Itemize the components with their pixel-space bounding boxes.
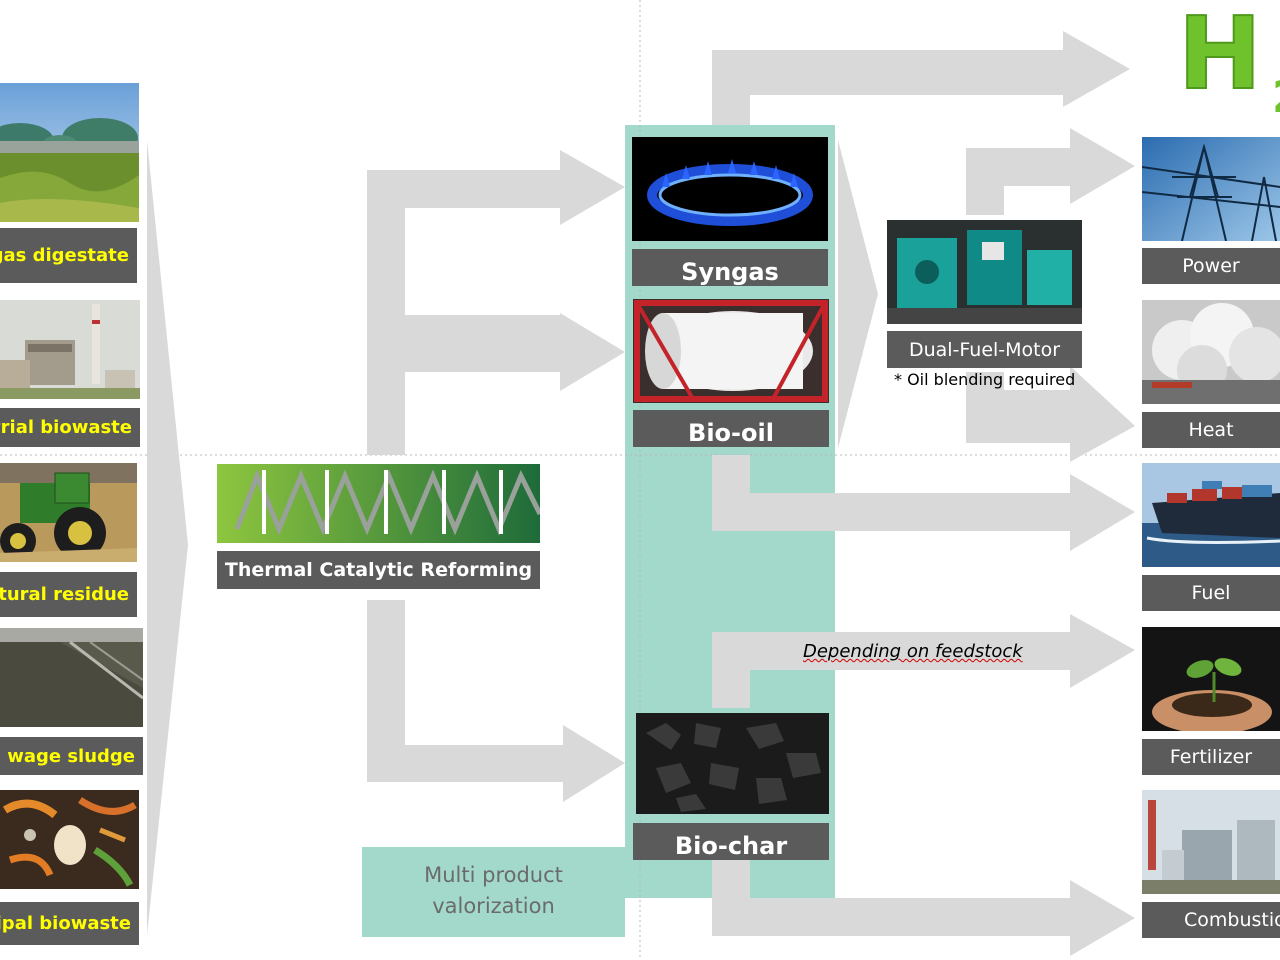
output-label-fertilizer: Fertilizer	[1142, 739, 1280, 775]
feedstock-note: Depending on feedstock	[803, 641, 1023, 662]
feedstock-image-sewage	[0, 628, 143, 727]
gas-flame-icon	[632, 137, 828, 241]
output-image-heat	[1142, 300, 1280, 404]
output-image-fertilizer	[1142, 627, 1280, 731]
output-label-combustion: Combustio	[1142, 902, 1280, 938]
feedstock-label-agricultural: ultural residue	[0, 572, 137, 617]
product-image-syngas	[632, 137, 828, 241]
hydrogen-h: H	[1177, 0, 1263, 112]
output-label-power: Power	[1142, 248, 1280, 284]
combustion-plant-icon	[1142, 790, 1280, 894]
feedstock-image-biogas	[0, 83, 139, 222]
arrow-to-power	[966, 128, 1135, 215]
power-pylon-icon	[1142, 137, 1280, 241]
output-image-combustion	[1142, 790, 1280, 894]
feedstock-label-biogas: gas digestate	[0, 228, 137, 283]
feedstock-label-industrial: strial biowaste	[0, 408, 140, 447]
biochar-icon	[636, 713, 829, 814]
product-image-biooil	[633, 299, 829, 403]
product-image-biochar	[636, 713, 829, 814]
tcr-process-label: Thermal Catalytic Reforming	[217, 551, 540, 589]
generator-engine-icon	[887, 220, 1082, 324]
output-label-heat: Heat	[1142, 412, 1280, 448]
engine-note-text: * Oil blending required	[894, 370, 1076, 389]
arrow-to-combustion	[712, 860, 1135, 956]
arrow-to-fuel	[712, 455, 1135, 551]
sewage-basin-icon	[0, 628, 143, 727]
multi-product-box	[362, 847, 625, 937]
hydrogen-logo: H 2	[1177, 3, 1280, 128]
engine-label: Dual-Fuel-Motor	[887, 331, 1082, 368]
arrow-to-syngas	[367, 150, 625, 455]
oil-tank-icon	[633, 299, 829, 403]
arrow-to-hydrogen	[712, 31, 1130, 125]
tcr-process-image	[217, 464, 540, 543]
steam-icon	[1142, 300, 1280, 404]
food-scraps-icon	[0, 790, 139, 889]
product-label-syngas: Syngas	[632, 249, 828, 286]
output-image-fuel	[1142, 463, 1280, 567]
feedstock-label-municipal: cipal biowaste	[0, 902, 139, 945]
product-label-biooil: Bio-oil	[633, 410, 829, 447]
arrow-to-fertilizer	[712, 614, 1135, 708]
output-image-power	[1142, 137, 1280, 241]
tractor-icon	[0, 463, 137, 562]
output-label-fuel: Fuel	[1142, 575, 1280, 611]
feedstock-image-agricultural	[0, 463, 137, 562]
feedstock-label-sewage: wage sludge	[0, 737, 143, 775]
arrow-to-biochar	[367, 600, 625, 802]
seedling-icon	[1142, 627, 1280, 731]
product-label-biochar: Bio-char	[633, 823, 829, 860]
feedstock-image-industrial	[0, 300, 140, 399]
arrow-to-heat	[966, 366, 1135, 462]
multi-product-label: Multi product valorization	[424, 863, 563, 918]
feedstock-chevron	[147, 140, 188, 935]
container-ship-icon	[1142, 463, 1280, 567]
engine-note: * Oil blending required	[894, 370, 1075, 389]
hydrogen-subscript: 2	[1272, 76, 1280, 120]
multi-product-text: Multi product valorization	[362, 860, 625, 922]
tcr-reactor-icon	[217, 464, 540, 543]
engine-image	[887, 220, 1082, 324]
engine-chevron	[838, 140, 878, 448]
feedstock-image-municipal	[0, 790, 139, 889]
biogas-plant-icon	[0, 83, 139, 222]
industrial-plant-icon	[0, 300, 140, 399]
